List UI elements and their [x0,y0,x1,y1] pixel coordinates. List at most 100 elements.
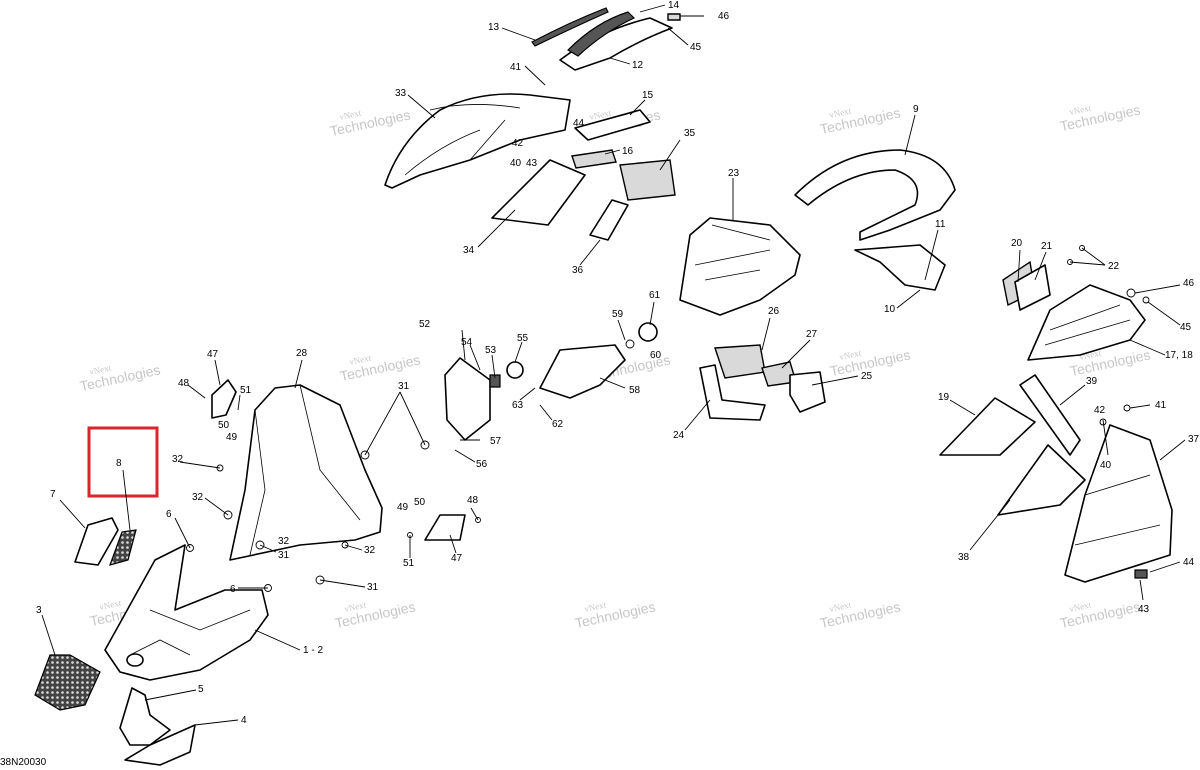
callout-32d: 32 [364,545,376,556]
part-33-detail [404,104,521,176]
part-39-strip [1019,374,1081,456]
callout-28: 28 [296,348,308,359]
callout-34: 34 [463,245,475,256]
callout-31c: 31 [367,582,379,593]
callout-50b: 50 [414,497,426,508]
part-35-foam [619,159,676,201]
svg-text:vNext: vNext [588,107,612,121]
callout-37: 37 [1188,434,1200,445]
part-3-grille [34,654,101,711]
callout-4: 4 [241,715,247,726]
callout-47: 47 [207,349,219,360]
callout-41: 41 [510,62,522,73]
callout-32: 32 [172,454,184,465]
callout-55: 55 [517,333,529,344]
callout-45-right: 45 [1180,322,1192,333]
part-37-side-panel [1064,424,1173,583]
part-53-bulb-holder [489,374,501,388]
callout-labels: 13 14 46 45 12 41 33 15 44 35 42 16 40 4… [36,0,1200,726]
svg-text:vNext: vNext [1068,599,1092,613]
watermark-tile: vNext Technologies [818,104,901,137]
part-15-bracket [574,109,651,141]
callout-41-right: 41 [1155,400,1167,411]
callout-46: 46 [718,11,730,22]
part-36-panel [589,199,629,241]
callout-11: 11 [935,219,946,230]
part-28-windshield [229,384,383,561]
highlight-box-part-8 [87,426,159,498]
callout-58: 58 [629,385,641,396]
callout-40: 40 [510,158,522,169]
callout-61: 61 [649,290,661,301]
part-38-panel [997,444,1086,516]
watermark-tile: vNext Technologies [1058,598,1141,631]
callout-32b: 32 [192,492,204,503]
svg-text:vNext: vNext [583,599,607,613]
part-28-detail [249,384,361,556]
part-8-grille-insert [109,529,137,566]
callout-51: 51 [240,385,252,396]
part-19-panel [939,397,1036,456]
callout-48b: 48 [467,495,479,506]
watermark-tile: vNext Technologies [1058,101,1141,134]
part-24-deflector [699,364,766,421]
callout-46-right: 46 [1183,278,1195,289]
callout-54: 54 [461,337,473,348]
part-58-headlight-right [539,344,626,399]
callout-59: 59 [612,309,624,320]
part-16-pad [571,149,617,169]
callout-38: 38 [958,552,970,563]
callout-17-18: 17, 18 [1165,350,1193,361]
part-23-detail [694,224,771,281]
callout-10: 10 [884,304,896,315]
callout-7: 7 [50,489,56,500]
part-21-decal [1014,264,1051,311]
part-33-side-panel [384,93,571,189]
callout-49b: 49 [397,502,409,513]
svg-text:vNext: vNext [98,597,122,611]
callout-20: 20 [1011,238,1023,249]
part-14-grille [567,11,636,57]
watermark-tile: vNext Technologies [818,598,901,631]
callout-31b: 31 [278,550,290,561]
callout-45: 45 [690,42,702,53]
callout-42: 42 [512,138,524,149]
svg-text:vNext: vNext [1068,102,1092,116]
watermark-tile: vNext Technologies [573,598,656,631]
part-5-bumper [119,687,171,746]
callout-5: 5 [198,684,204,695]
part-17-18-detail [1044,304,1131,346]
callout-33: 33 [395,88,407,99]
part-1-2-detail [129,609,251,656]
callout-39: 39 [1086,376,1098,387]
callout-13: 13 [488,22,500,33]
callout-21: 21 [1041,241,1053,252]
watermark-tile: vNext Technologies [338,351,421,384]
svg-text:vNext: vNext [343,599,367,613]
callout-31: 31 [398,381,410,392]
callout-44-right: 44 [1183,557,1195,568]
callout-56: 56 [476,459,488,470]
part-25-deflector [789,371,826,413]
part-1-2-front-hood [104,544,269,681]
svg-text:vNext: vNext [338,107,362,121]
callout-62: 62 [552,419,564,430]
callout-1-2: 1 - 2 [303,645,323,656]
callout-3: 3 [36,605,42,616]
callout-43: 43 [526,158,538,169]
callout-44: 44 [573,118,585,129]
part-23-housing [679,217,801,316]
svg-text:vNext: vNext [828,105,852,119]
part-13-trim-strip [531,7,609,47]
callout-52: 52 [419,319,431,330]
callout-12: 12 [632,60,644,71]
part-41-screw [1123,404,1131,412]
callout-36: 36 [572,265,584,276]
document-code: 38N20030 [0,757,47,768]
watermark-tile: vNext Technologies [328,106,411,139]
part-43-clip [1134,569,1148,579]
part-46-fastener [1126,288,1136,298]
watermark-tile: vNext Technologies [333,598,416,631]
callout-9: 9 [913,104,919,115]
part-26-deflector [714,344,766,379]
